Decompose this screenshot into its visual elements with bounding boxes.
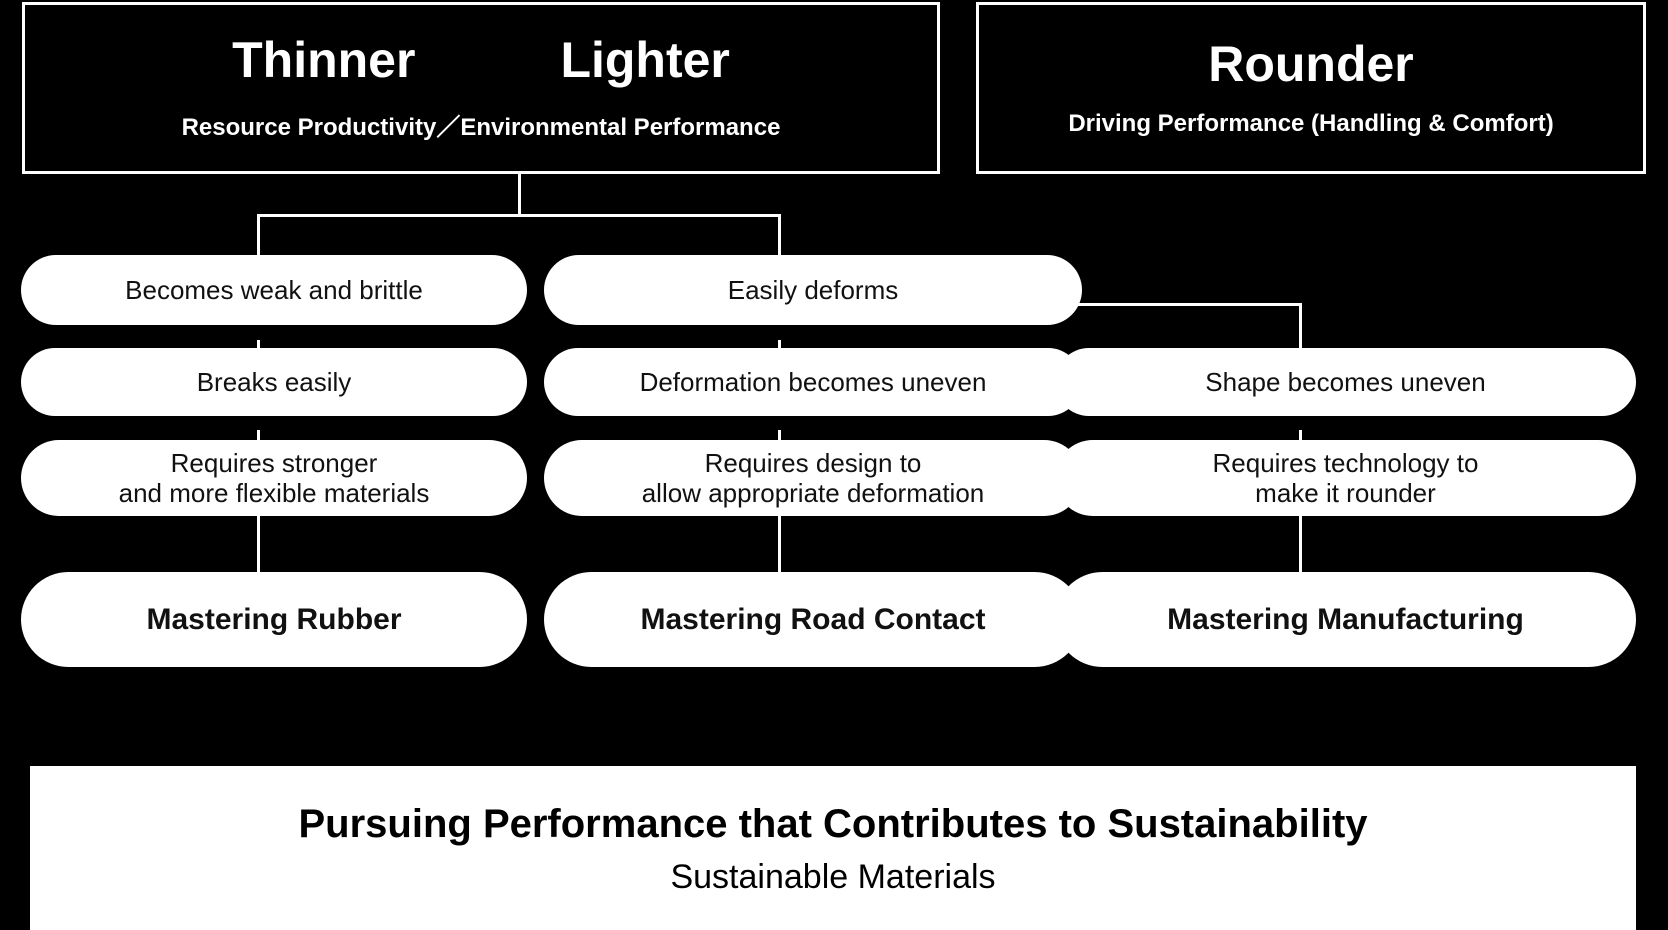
banner-subtitle: Sustainable Materials	[670, 858, 996, 896]
header-box-rounder: Rounder Driving Performance (Handling & …	[976, 2, 1646, 174]
header-title-thinner: Thinner	[232, 32, 416, 89]
connector-col2-row3-row4	[778, 512, 781, 592]
connector-deforms-to-shape-vertical	[1299, 303, 1302, 368]
header-title-rounder: Rounder	[1208, 35, 1414, 92]
connector-header-crossbar	[257, 214, 781, 217]
pill-mastering-manufacturing[interactable]: Mastering Manufacturing	[1055, 572, 1636, 667]
pill-easily-deforms[interactable]: Easily deforms	[544, 255, 1082, 325]
banner-title: Pursuing Performance that Contributes to…	[298, 802, 1368, 846]
pill-requires-design-deformation[interactable]: Requires design to allow appropriate def…	[544, 440, 1082, 516]
pill-deformation-becomes-uneven[interactable]: Deformation becomes uneven	[544, 348, 1082, 416]
pill-requires-technology-rounder[interactable]: Requires technology to make it rounder	[1055, 440, 1636, 516]
header-title-group: Thinner Lighter	[25, 34, 937, 87]
header-subtitle-driving-performance: Driving Performance (Handling & Comfort)	[1068, 110, 1554, 138]
header-box-thinner-lighter: Thinner Lighter Resource Productivity／En…	[22, 2, 940, 174]
pill-shape-becomes-uneven[interactable]: Shape becomes uneven	[1055, 348, 1636, 416]
pill-requires-stronger-materials[interactable]: Requires stronger and more flexible mate…	[21, 440, 527, 516]
pill-breaks-easily[interactable]: Breaks easily	[21, 348, 527, 416]
connector-header-to-col2	[778, 214, 781, 269]
pill-mastering-rubber[interactable]: Mastering Rubber	[21, 572, 527, 667]
connector-header-stem	[518, 174, 521, 216]
bottom-banner: Pursuing Performance that Contributes to…	[30, 766, 1636, 930]
header-subtitle-resource-productivity: Resource Productivity／Environmental Perf…	[181, 113, 781, 141]
connector-col1-row3-row4	[257, 512, 260, 592]
pill-mastering-road-contact[interactable]: Mastering Road Contact	[544, 572, 1082, 667]
pill-becomes-weak-and-brittle[interactable]: Becomes weak and brittle	[21, 255, 527, 325]
connector-deforms-to-shape-horizontal	[1010, 303, 1302, 306]
connector-col3-row3-row4	[1299, 512, 1302, 592]
connector-header-to-col1	[257, 214, 260, 269]
header-title-lighter: Lighter	[560, 32, 730, 89]
